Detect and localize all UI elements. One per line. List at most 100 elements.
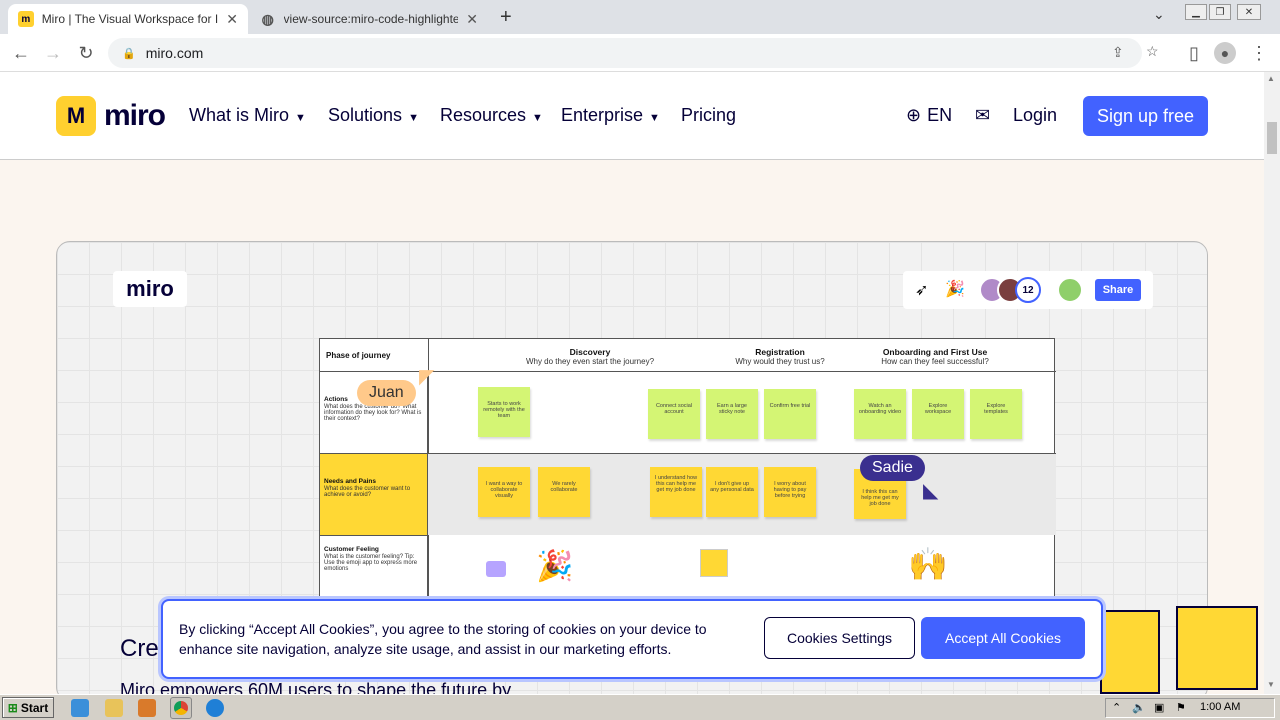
phase-subtitle: Why would they trust us? <box>735 357 825 366</box>
windows-logo-icon: ⊞ <box>7 700 18 715</box>
mail-icon[interactable]: ✉ <box>975 105 991 125</box>
close-tab-icon[interactable]: ✕ <box>466 10 478 27</box>
row-title: Actions <box>324 396 348 403</box>
star-icon[interactable]: ☆ <box>1146 43 1159 59</box>
clock: 1:00 AM <box>1200 701 1241 713</box>
miro-favicon-icon: m <box>18 11 34 27</box>
phase-title: Registration <box>755 347 805 357</box>
nav-label: Pricing <box>681 105 737 125</box>
chevron-down-icon: ▼ <box>408 112 419 124</box>
volume-icon[interactable]: 🔈 <box>1132 702 1146 714</box>
media-player-icon[interactable] <box>138 699 156 717</box>
logo-text: miro <box>104 99 166 132</box>
share-icon[interactable]: ⇪ <box>1112 44 1124 60</box>
browser-toolbar: ← → ↻ 🔒 miro.com ⇪ ☆ ▯ ● ⋮ <box>0 34 1280 72</box>
celebrate-icon: 🎉 <box>945 281 965 298</box>
sticky-note: Connect social account <box>648 389 700 439</box>
side-panel-icon[interactable]: ▯ <box>1189 42 1199 63</box>
nav-resources[interactable]: Resources▼ <box>440 105 543 126</box>
phase-header-label: Phase of journey <box>326 351 391 360</box>
network-icon[interactable]: ▣ <box>1154 702 1165 714</box>
scrollbar-thumb[interactable] <box>1267 122 1277 154</box>
arrow-up-icon[interactable]: ⌃ <box>1112 702 1122 714</box>
sticky-note: We rarely collaborate <box>538 467 590 517</box>
reload-icon[interactable]: ↻ <box>78 42 94 63</box>
board-toolbar: ➶ 🎉 12 Share <box>903 271 1153 309</box>
cursor-arrow-icon: ◤ <box>419 366 435 388</box>
nav-pricing[interactable]: Pricing <box>681 105 736 126</box>
minimize-button[interactable]: ▁ <box>1185 4 1207 20</box>
nav-solutions[interactable]: Solutions ▼ <box>328 105 419 126</box>
menu-icon[interactable]: ⋮ <box>1250 42 1268 63</box>
start-button[interactable]: ⊞Start <box>2 697 54 718</box>
chevron-down-icon: ▼ <box>649 112 660 124</box>
row-desc: What is the customer feeling? Tip: Use t… <box>324 554 418 572</box>
sticky-note: Explore templates <box>970 389 1022 439</box>
plus-icon[interactable]: + <box>500 6 512 28</box>
address-bar[interactable]: 🔒 miro.com ⇪ ☆ <box>108 38 1159 68</box>
browser-tab-strip: m Miro | The Visual Workspace for Innova… <box>0 0 1280 34</box>
sticky-note: Explore workspace <box>912 389 964 439</box>
chrome-taskbar-button[interactable] <box>170 697 192 719</box>
scroll-down-icon[interactable]: ▼ <box>1267 680 1275 689</box>
miro-logo-mark-icon: M <box>56 96 96 136</box>
chevron-down-icon[interactable]: ⌄ <box>1153 6 1165 22</box>
language-selector[interactable]: ⊕EN <box>906 105 952 126</box>
party-popper-icon: 🎉 <box>536 550 574 583</box>
phase-subtitle: Why do they even start the journey? <box>525 357 655 366</box>
chevron-down-icon: ▼ <box>295 112 306 124</box>
close-window-button[interactable]: ✕ <box>1237 4 1261 20</box>
login-link[interactable]: Login <box>1013 105 1058 125</box>
back-icon[interactable]: ← <box>12 42 30 63</box>
chrome-icon <box>174 701 188 715</box>
cookie-banner: By clicking “Accept All Cookies”, you ag… <box>161 599 1103 679</box>
sticky-note: Starts to work remotely with the team <box>478 387 530 437</box>
language-label: EN <box>927 105 953 125</box>
accept-cookies-button[interactable]: Accept All Cookies <box>921 617 1085 659</box>
page-content: M miro What is Miro ▼ Solutions ▼ Resource… <box>0 72 1264 694</box>
nav-label: Resources <box>440 105 527 125</box>
hero-headline: Cre <box>120 635 159 662</box>
forward-icon[interactable]: → <box>44 42 62 63</box>
phase-subtitle: How can they feel successful? <box>881 357 989 366</box>
sticky-note: Confirm free trial <box>764 389 816 439</box>
url-text: miro.com <box>145 45 204 61</box>
restore-button[interactable]: ❐ <box>1209 4 1231 20</box>
cursor-arrow-icon: ◣ <box>923 480 939 502</box>
cookie-settings-button[interactable]: Cookies Settings <box>764 617 915 659</box>
edge-icon[interactable] <box>206 699 224 717</box>
tab-miro[interactable]: m Miro | The Visual Workspace for Innova… <box>8 4 248 34</box>
nav-enterprise[interactable]: Enterprise▼ <box>561 105 660 126</box>
flag-icon[interactable]: ⚑ <box>1176 702 1186 714</box>
board-preview: miro ➶ 🎉 12 Share Phase of journey Disco… <box>56 241 1208 694</box>
close-tab-icon[interactable]: ✕ <box>226 10 238 27</box>
scroll-up-icon[interactable]: ▲ <box>1267 74 1275 83</box>
sticky-note: I want a way to collaborate visually <box>478 467 530 517</box>
board-logo: miro <box>113 271 187 307</box>
globe-icon: ⊕ <box>906 105 922 125</box>
miro-logo[interactable]: M miro <box>56 96 166 136</box>
signup-button[interactable]: Sign up free <box>1083 96 1208 136</box>
nav-what-is-miro[interactable]: What is Miro ▼ <box>189 105 306 126</box>
ie-icon[interactable] <box>71 699 89 717</box>
row-desc: What does the customer want to achieve o… <box>324 486 411 498</box>
nav-label: Solutions <box>328 105 403 125</box>
cursor-sadie: Sadie <box>860 455 925 481</box>
system-tray: ⌃ 🔈 ▣ ⚑ <box>1105 698 1275 718</box>
tab-view-source[interactable]: ◍ view-source:miro-code-highlighter.glit… <box>250 4 488 34</box>
sticky-note: Earn a large sticky note <box>706 389 758 439</box>
profile-icon[interactable]: ● <box>1214 42 1236 64</box>
start-label: Start <box>20 700 49 715</box>
nav-label: What is Miro <box>189 105 290 125</box>
row-title: Customer Feeling <box>324 546 379 553</box>
vertical-scrollbar[interactable]: ▲ ▼ <box>1264 72 1280 694</box>
folder-icon[interactable] <box>105 699 123 717</box>
row-desc: What does the customer do? What informat… <box>324 404 422 422</box>
illustration-character-icon <box>1176 606 1258 690</box>
phase-title: Onboarding and First Use <box>882 347 988 357</box>
high-five-icon: 🙌 <box>908 546 948 582</box>
